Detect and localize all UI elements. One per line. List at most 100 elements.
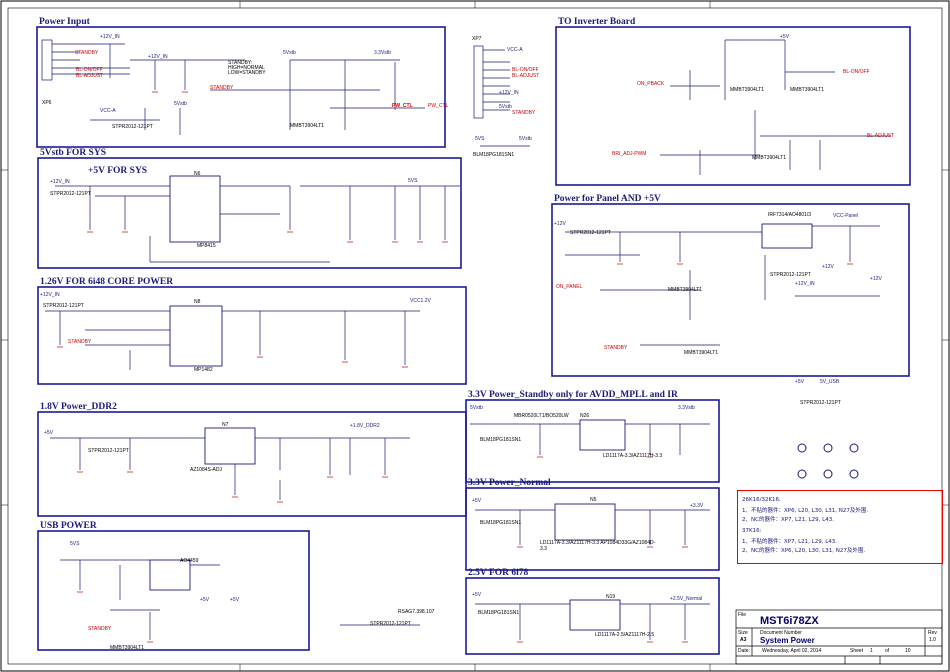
net-bri-adj-pwm: BRI_ADJ-PWM [612, 151, 647, 157]
ref-n19-part: LD1117A-2.5/AZ1117H-2.5 [595, 632, 655, 638]
net-12v-in-xp6: +12V_IN [100, 34, 120, 40]
net-vcc-a-2: VCC-A [507, 47, 523, 53]
ref-n7-part: AZ1084S-ADJ [190, 467, 222, 473]
net-bl-onoff-inv: BL-ON/OFF [843, 69, 870, 75]
net-5vs: 5VS [475, 136, 485, 142]
net-5vstb-xp7: 5Vstb [499, 104, 512, 110]
ref-transistor-v11: MMBT3904LT1 [668, 287, 703, 293]
net-12v-in-panel: +12V_IN [795, 281, 815, 287]
ground-symbols [57, 91, 853, 643]
net-on-pback: ON_PBACK [637, 81, 665, 87]
note-line-2: 1、不贴的器件：XP6, L20, L30, L31, N27及外围. [742, 508, 869, 514]
tb-date: Wednesday, April 02, 2014 [762, 648, 822, 654]
net-vcc-panel: VCC-Panel [833, 213, 859, 219]
tb-of-label: of [885, 648, 890, 654]
ref-n7: N7 [222, 422, 229, 428]
standby-mode-label: STANDBY: [228, 60, 253, 66]
net-standby-usb: STANDBY [88, 626, 112, 632]
section-title-plus5v: +5V FOR SYS [88, 166, 148, 176]
tb-sheet-total: 10 [905, 648, 911, 654]
net-5v-usb-a: +5V [795, 379, 805, 385]
ref-transistor-v1: MMBT3904LT1 [790, 87, 825, 93]
standby-33-box [465, 399, 720, 483]
ref-transistor-v2: MMBT3904LT1 [730, 87, 765, 93]
ref-inductor-l4: STPR2012-121PT [88, 448, 129, 454]
ref-inductor-l23: STPR2012-121PT [50, 191, 91, 197]
net-5vstb-l30: 5Vstb [519, 136, 532, 142]
ref-inductor-l50: STPR2012-121PT [370, 621, 411, 627]
net-standby-panel: STANDBY [604, 345, 628, 351]
ref-n19: N19 [606, 594, 616, 600]
net-5v-usb-2: +5V [230, 597, 240, 603]
panel-5v-box [551, 203, 910, 377]
net-vcc1-2v: VCC1.2V [410, 298, 431, 304]
tb-size: A3 [740, 637, 747, 643]
ref-transistor-v17: MMBT3904LT1 [110, 645, 145, 651]
ref-inductor-l9: STPR2012-121PT [570, 230, 611, 236]
note-line-1: 26K16/32K16: [742, 497, 781, 503]
net-bl-adjust: BL-ADJUST [76, 73, 104, 79]
section-title-power-input: Power Input [39, 17, 90, 27]
section-title-standby-33: 3.3V Power_Standby only for AVDD_MPLL an… [468, 390, 678, 400]
net-5vs-vstb: 5VS [408, 178, 418, 184]
net-33vstb: 3.3Vstb [374, 50, 391, 56]
ref-n26: N26 [580, 413, 590, 419]
ref-transistor-v4: MMBT3904LT1 [290, 123, 325, 129]
net-standby: STANDBY [75, 50, 99, 56]
net-5v-normal33: +5V [472, 498, 482, 504]
net-12v-in-vstb: +12V_IN [50, 179, 70, 185]
ref-ferrite-l14: BLM18PG181SN1 [480, 437, 522, 443]
ref-inductor-l20: STPR2012-121PT [112, 124, 153, 130]
notes-box [737, 490, 943, 564]
net-12v-panel: +12V [554, 221, 566, 227]
note-line-6: 2、NC的器件：XP6, L20, L30, L31, N27及外围. [742, 548, 866, 554]
tb-date-label: Date: [738, 648, 750, 654]
ref-ferrite-l30: BLM18PG181SN1 [473, 152, 515, 158]
section-title-to-inverter: TO Inverter Board [558, 17, 636, 27]
tb-size-label: Size [738, 630, 748, 636]
v25-box [465, 577, 720, 655]
ref-fuse: RSAG7.398.107 [398, 609, 435, 615]
tb-rev-label: Rev [928, 630, 937, 636]
core-power-box [37, 286, 467, 385]
net-25v-normal: +2.5V_Normal [670, 596, 703, 602]
net-5vs-usb: 5VS [70, 541, 80, 547]
section-title-panel-5v: Power for Panel AND +5V [554, 194, 661, 204]
net-5vstb-2: 5Vstb [174, 101, 187, 107]
net-12v-panel-2: +12V [870, 276, 882, 282]
high-normal-label: HIGH=NORMAL [228, 65, 265, 71]
note-line-4: 37K16: [742, 528, 762, 534]
ref-n27-part: AO4459 [180, 558, 199, 564]
ref-ferrite-l7: BLM18PG181SN1 [478, 610, 520, 616]
tb-docnum: System Power [760, 636, 815, 645]
net-standby-xp7: STANDBY [512, 110, 536, 116]
net-pw-ctl: PW_CTL [392, 103, 413, 109]
ref-n6-part: MP8415 [197, 243, 216, 249]
net-5vstb: 5Vstb [283, 50, 296, 56]
ref-inductor-l11: STPR2012-121PT [770, 272, 811, 278]
ref-n26-part: LD1117A-3.3/AZ1117H-3.3 [603, 453, 663, 459]
net-standby-2: STANDBY [210, 85, 234, 91]
tb-title: MST6i78ZX [760, 615, 819, 627]
section-title-vstb: 5Vstb FOR SYS [40, 148, 106, 158]
note-line-5: 1、不贴的器件：XP7, L21, L29, L43. [742, 539, 838, 545]
net-standby-core: STANDBY [68, 339, 92, 345]
ref-n6: N6 [194, 171, 201, 177]
net-33v-normal: +3.3V [690, 503, 704, 509]
section-title-normal-33: 3.3V Power_Normal [468, 478, 551, 488]
low-standby-label: LOW=STANDBY [228, 70, 266, 76]
net-18v-ddr2: +1.8V_DDR2 [350, 423, 380, 429]
usb-box [37, 530, 310, 651]
ref-diode: MBR0520LT1/BO520LW [514, 413, 569, 419]
net-pw-ctl-out: PW_CTL [428, 103, 449, 109]
net-5v-usb: 5V_USB [820, 379, 840, 385]
net-5v-usb-1: +5V [200, 597, 210, 603]
ref-n9-part: IRF7314/AO4801/3 [768, 212, 812, 218]
net-5vstb-standby33: 5Vstb [470, 405, 483, 411]
section-title-v25: 2.5V FOR 6i78 [468, 568, 529, 578]
net-12v-in-core: +12V_IN [40, 292, 60, 298]
net-5v-ddr2: +5V [44, 430, 54, 436]
net-bl-adjust-xp7: BL-ADJUST [512, 73, 540, 79]
net-33vstb-standby33: 3.3Vstb [678, 405, 695, 411]
